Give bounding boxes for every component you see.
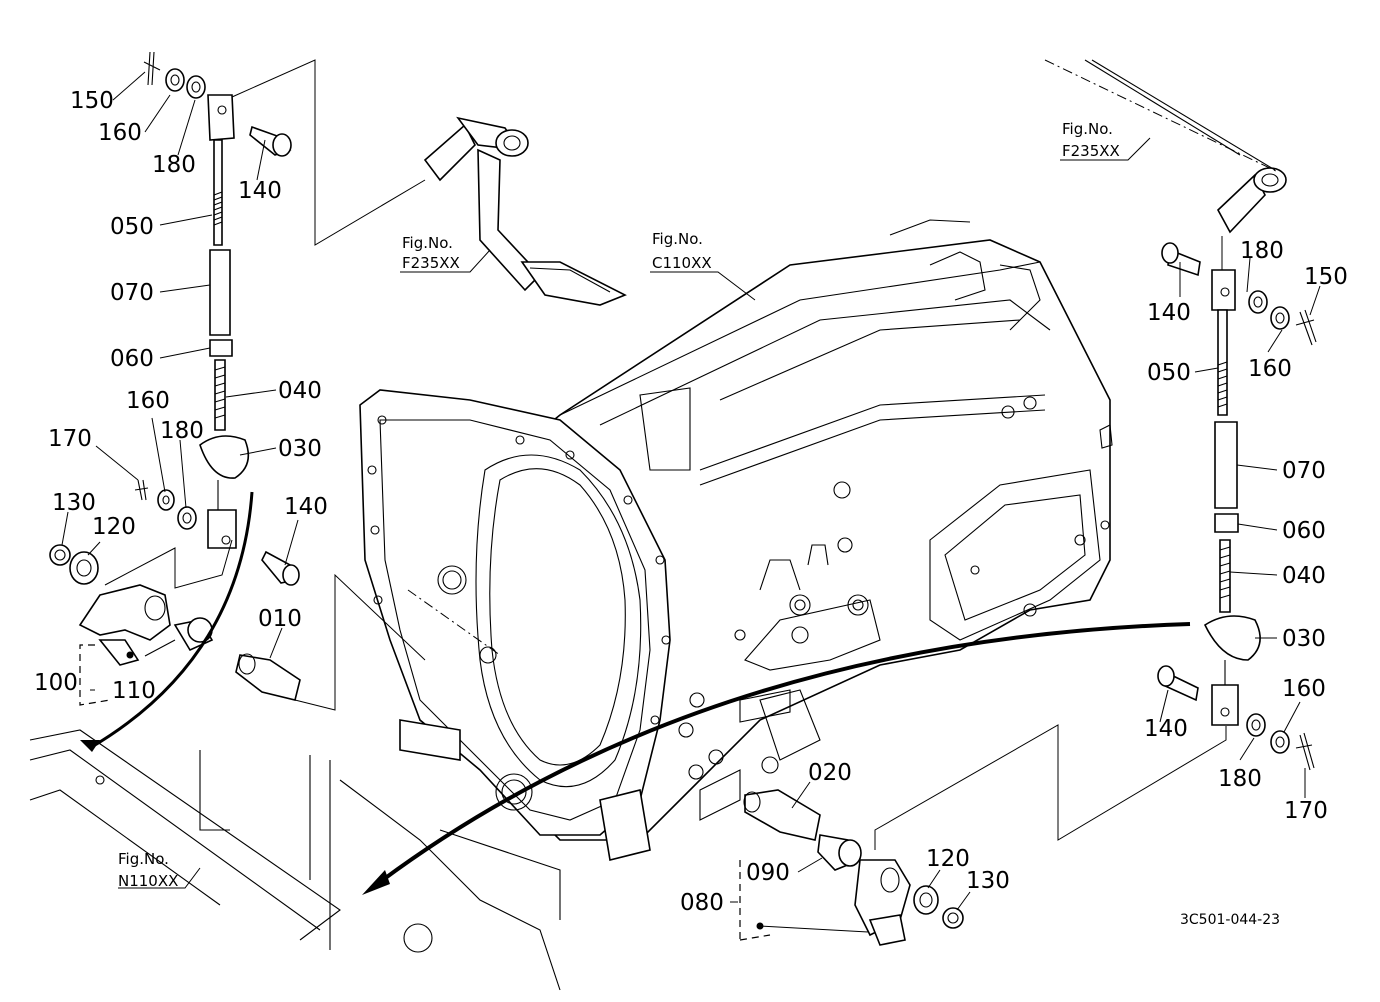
label-150: 150 [70, 88, 114, 114]
fig-ref-pedal-right: Fig.No. F235XX [1062, 120, 1120, 160]
fig-ref-number: F235XX [1062, 142, 1120, 160]
cable-right [370, 622, 1191, 890]
fig-ref-prefix: Fig.No. [402, 234, 453, 252]
guide-lines [79, 59, 1279, 941]
label-030: 030 [1282, 626, 1326, 652]
label-070: 070 [110, 280, 154, 306]
fig-ref-number: C110XX [652, 254, 712, 272]
label-050: 050 [1147, 360, 1191, 386]
leader-lines [61, 71, 1321, 911]
label-160b: 160 [126, 388, 170, 414]
label-110: 110 [112, 678, 156, 704]
label-140b: 140 [284, 494, 328, 520]
fig-ref-prefix: Fig.No. [1062, 120, 1113, 138]
label-140: 140 [1147, 300, 1191, 326]
label-030: 030 [278, 436, 322, 462]
label-180b: 180 [1218, 766, 1262, 792]
label-160: 160 [1248, 356, 1292, 382]
right-rod-assembly [1157, 242, 1317, 771]
fig-ref-prefix: Fig.No. [118, 850, 169, 868]
leader-dot-100 [126, 651, 134, 659]
brake-pedal-right [1084, 59, 1287, 234]
labels-right: 180 150 140 160 050 070 060 040 030 160 … [1144, 238, 1348, 824]
frame-member [29, 729, 561, 991]
label-120: 120 [92, 514, 136, 540]
label-080: 080 [680, 890, 724, 916]
label-180: 180 [152, 152, 196, 178]
label-160: 160 [98, 120, 142, 146]
label-150: 150 [1304, 264, 1348, 290]
label-070: 070 [1282, 458, 1326, 484]
label-160b: 160 [1282, 676, 1326, 702]
label-090: 090 [746, 860, 790, 886]
label-100: 100 [34, 670, 78, 696]
label-040: 040 [278, 378, 322, 404]
label-060: 060 [110, 346, 154, 372]
label-050: 050 [110, 214, 154, 240]
label-130: 130 [52, 490, 96, 516]
cable-left-arrow-icon [80, 740, 100, 752]
transmission-housing [359, 219, 1113, 861]
label-140: 140 [238, 178, 282, 204]
cable-right-arrow-icon [362, 870, 390, 895]
label-130: 130 [966, 868, 1010, 894]
label-020: 020 [808, 760, 852, 786]
fig-ref-number: F235XX [402, 254, 460, 272]
fig-ref-housing: Fig.No. C110XX [652, 230, 712, 272]
label-120: 120 [926, 846, 970, 872]
labels-bottom: 020 120 090 130 080 [680, 760, 1010, 916]
fig-ref-pedal-left: Fig.No. F235XX [402, 234, 460, 272]
label-140b: 140 [1144, 716, 1188, 742]
label-060: 060 [1282, 518, 1326, 544]
cable-left [89, 491, 254, 750]
figure-code: 3C501-044-23 [1180, 912, 1280, 928]
fig-ref-frame: Fig.No. N110XX [118, 850, 178, 890]
bottom-assembly [743, 789, 964, 946]
label-180: 180 [1240, 238, 1284, 264]
labels-left: 150 160 180 140 050 070 060 040 030 160 … [34, 88, 328, 704]
label-010: 010 [258, 606, 302, 632]
left-rod-assembly [49, 51, 301, 701]
label-040: 040 [1282, 563, 1326, 589]
fig-ref-prefix: Fig.No. [652, 230, 703, 248]
label-180b: 180 [160, 418, 204, 444]
label-170: 170 [48, 426, 92, 452]
fig-ref-number: N110XX [118, 872, 178, 890]
brake-pedal-left [423, 116, 627, 306]
label-170: 170 [1284, 798, 1328, 824]
